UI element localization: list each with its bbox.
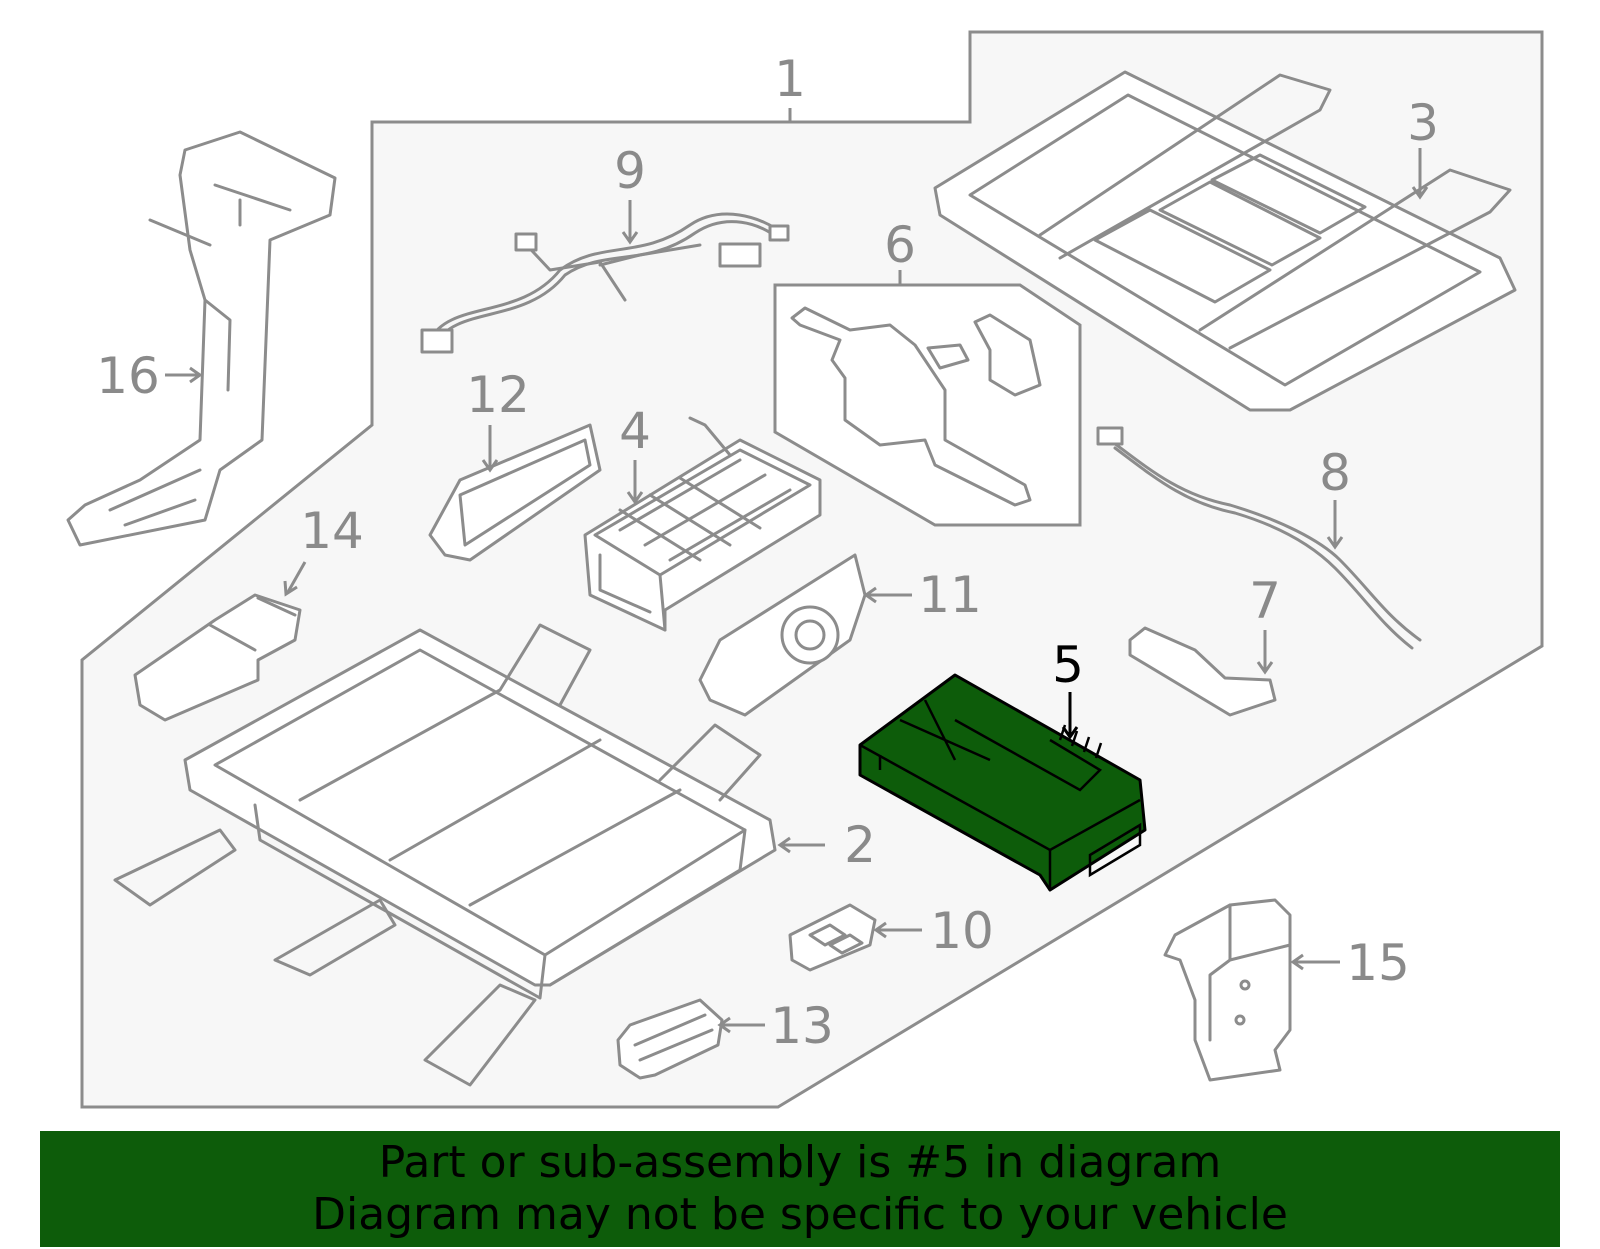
callout-5: 5 — [1052, 636, 1084, 694]
callout-13: 13 — [770, 997, 834, 1055]
callout-12: 12 — [466, 366, 530, 424]
leader-2-arrow — [777, 836, 791, 854]
part-16-air-duct — [66, 130, 337, 547]
part-11-fan — [698, 553, 867, 717]
part-2-battery-tray — [113, 623, 777, 1087]
leader-16-arrow — [189, 366, 203, 384]
part-5-control-module — [858, 673, 1147, 892]
leader-15-arrow — [1290, 953, 1304, 971]
leader-7-arrow — [1256, 661, 1274, 675]
callout-2: 2 — [844, 816, 876, 874]
callout-7: 7 — [1249, 572, 1281, 630]
leader-8-arrow — [1326, 536, 1344, 550]
leader-13-arrow — [717, 1016, 731, 1034]
part-9-wiring-harness — [420, 212, 790, 354]
leader-3-arrow — [1411, 186, 1429, 200]
callout-14: 14 — [300, 502, 364, 560]
part-4-battery-module — [583, 416, 822, 632]
banner-line-2: Diagram may not be specific to your vehi… — [312, 1189, 1288, 1240]
leader-5-arrow — [1061, 726, 1079, 740]
info-banner: Part or sub-assembly is #5 in diagram Di… — [40, 1131, 1560, 1247]
leader-9-arrow — [621, 231, 639, 245]
part-13-connector — [616, 998, 724, 1080]
callout-15: 15 — [1346, 934, 1410, 992]
callout-1: 1 — [774, 50, 806, 108]
part-10-connector — [788, 903, 877, 972]
part-3-top-cover — [933, 70, 1517, 412]
leader-14 — [286, 561, 307, 593]
callout-4: 4 — [619, 402, 651, 460]
callout-8: 8 — [1319, 444, 1351, 502]
leader-4-arrow — [626, 491, 644, 505]
callout-16: 16 — [96, 347, 160, 405]
callout-9: 9 — [614, 142, 646, 200]
leader-14-arrow — [283, 580, 298, 597]
part-7-bracket — [1128, 626, 1277, 717]
leader-10-arrow — [873, 921, 887, 939]
part-6-bracket-set — [790, 306, 1042, 507]
banner-line-1: Part or sub-assembly is #5 in diagram — [378, 1137, 1222, 1188]
part-8-cable — [1096, 426, 1422, 650]
callout-6: 6 — [884, 216, 916, 274]
callout-11: 11 — [918, 566, 982, 624]
part-15-bracket — [1163, 898, 1292, 1082]
callout-10: 10 — [930, 902, 994, 960]
callout-3: 3 — [1407, 94, 1439, 152]
leader-11-arrow — [863, 586, 877, 604]
leader-12-arrow — [481, 459, 499, 473]
part-14-bracket — [133, 593, 302, 722]
part-12-frame — [428, 423, 602, 562]
